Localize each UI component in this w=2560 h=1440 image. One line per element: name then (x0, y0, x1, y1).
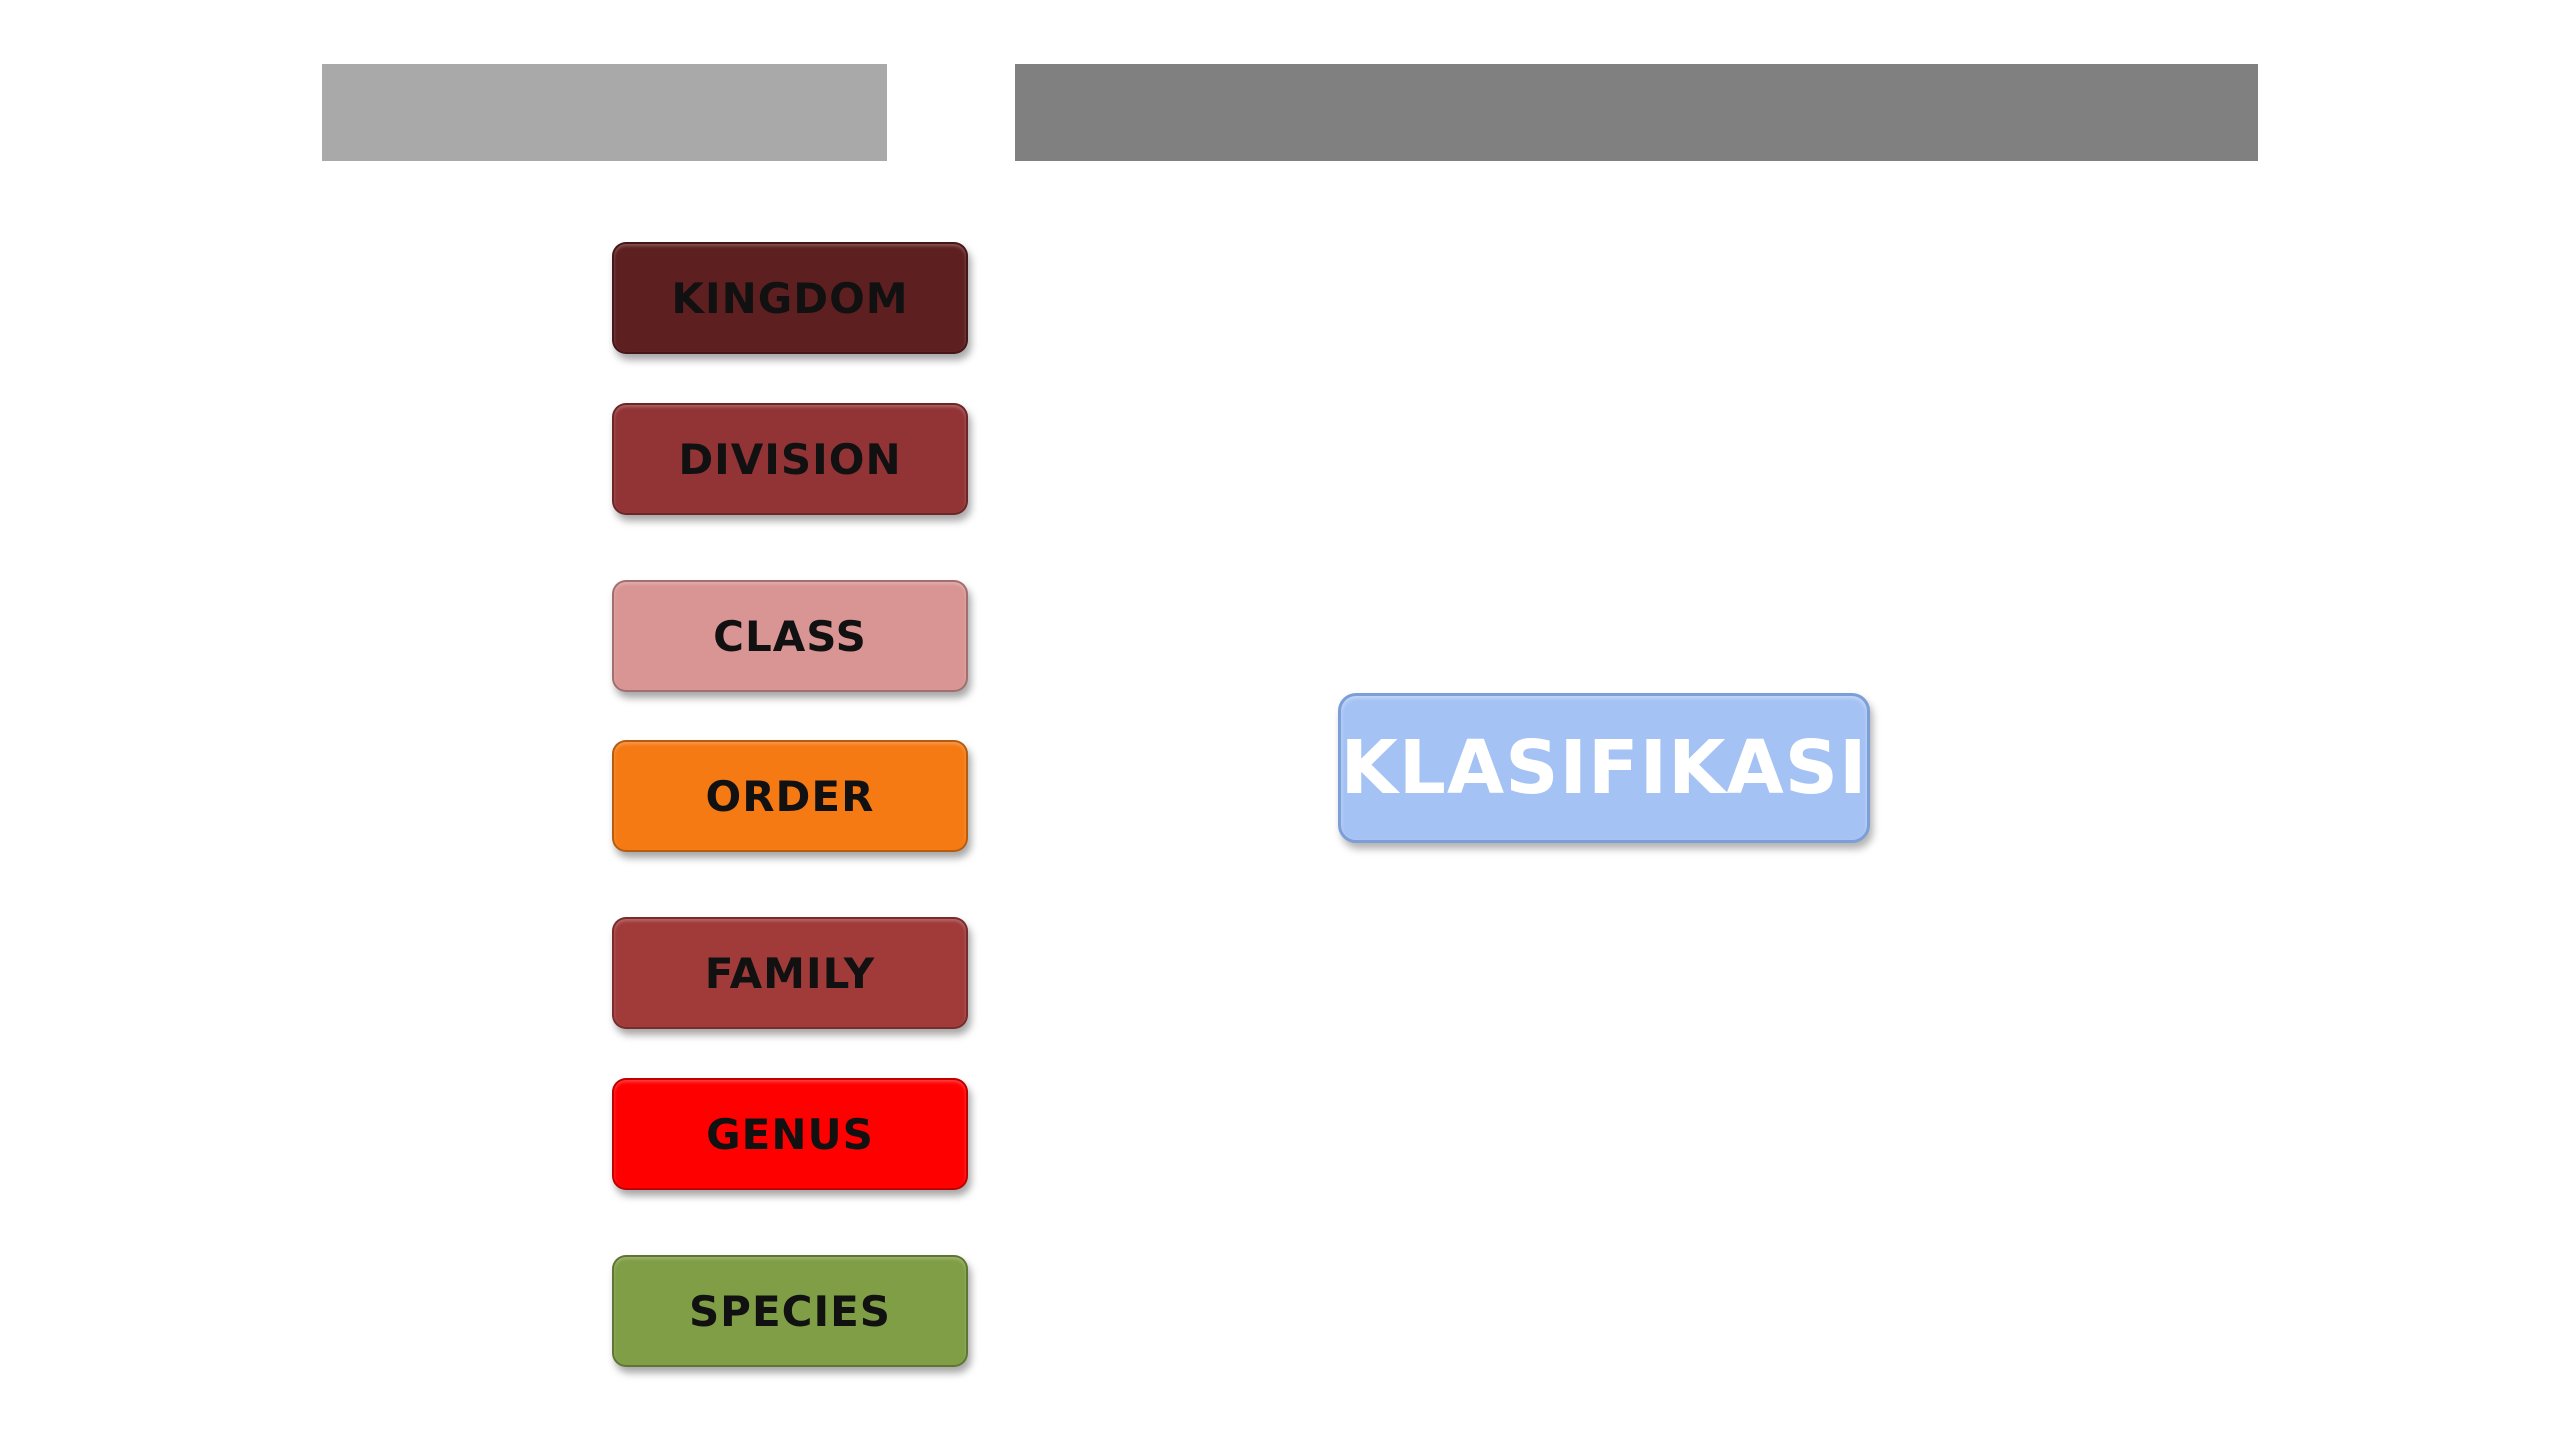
rank-box-species[interactable]: SPECIES (612, 1255, 968, 1367)
rank-box-class[interactable]: CLASS (612, 580, 968, 692)
header-bar-left (322, 64, 887, 161)
header-bar-right (1015, 64, 2258, 161)
klasifikasi-box[interactable]: KLASIFIKASI (1338, 693, 1870, 843)
rank-label-family: FAMILY (704, 948, 876, 998)
rank-label-division: DIVISION (678, 434, 902, 484)
rank-label-genus: GENUS (706, 1109, 874, 1159)
rank-label-species: SPECIES (688, 1286, 892, 1336)
rank-box-family[interactable]: FAMILY (612, 917, 968, 1029)
rank-label-class: CLASS (713, 611, 867, 661)
rank-box-genus[interactable]: GENUS (612, 1078, 968, 1190)
rank-box-kingdom[interactable]: KINGDOM (612, 242, 968, 354)
rank-box-order[interactable]: ORDER (612, 740, 968, 852)
rank-box-division[interactable]: DIVISION (612, 403, 968, 515)
rank-label-order: ORDER (705, 771, 875, 821)
klasifikasi-label: KLASIFIKASI (1340, 725, 1868, 811)
rank-label-kingdom: KINGDOM (671, 273, 909, 323)
